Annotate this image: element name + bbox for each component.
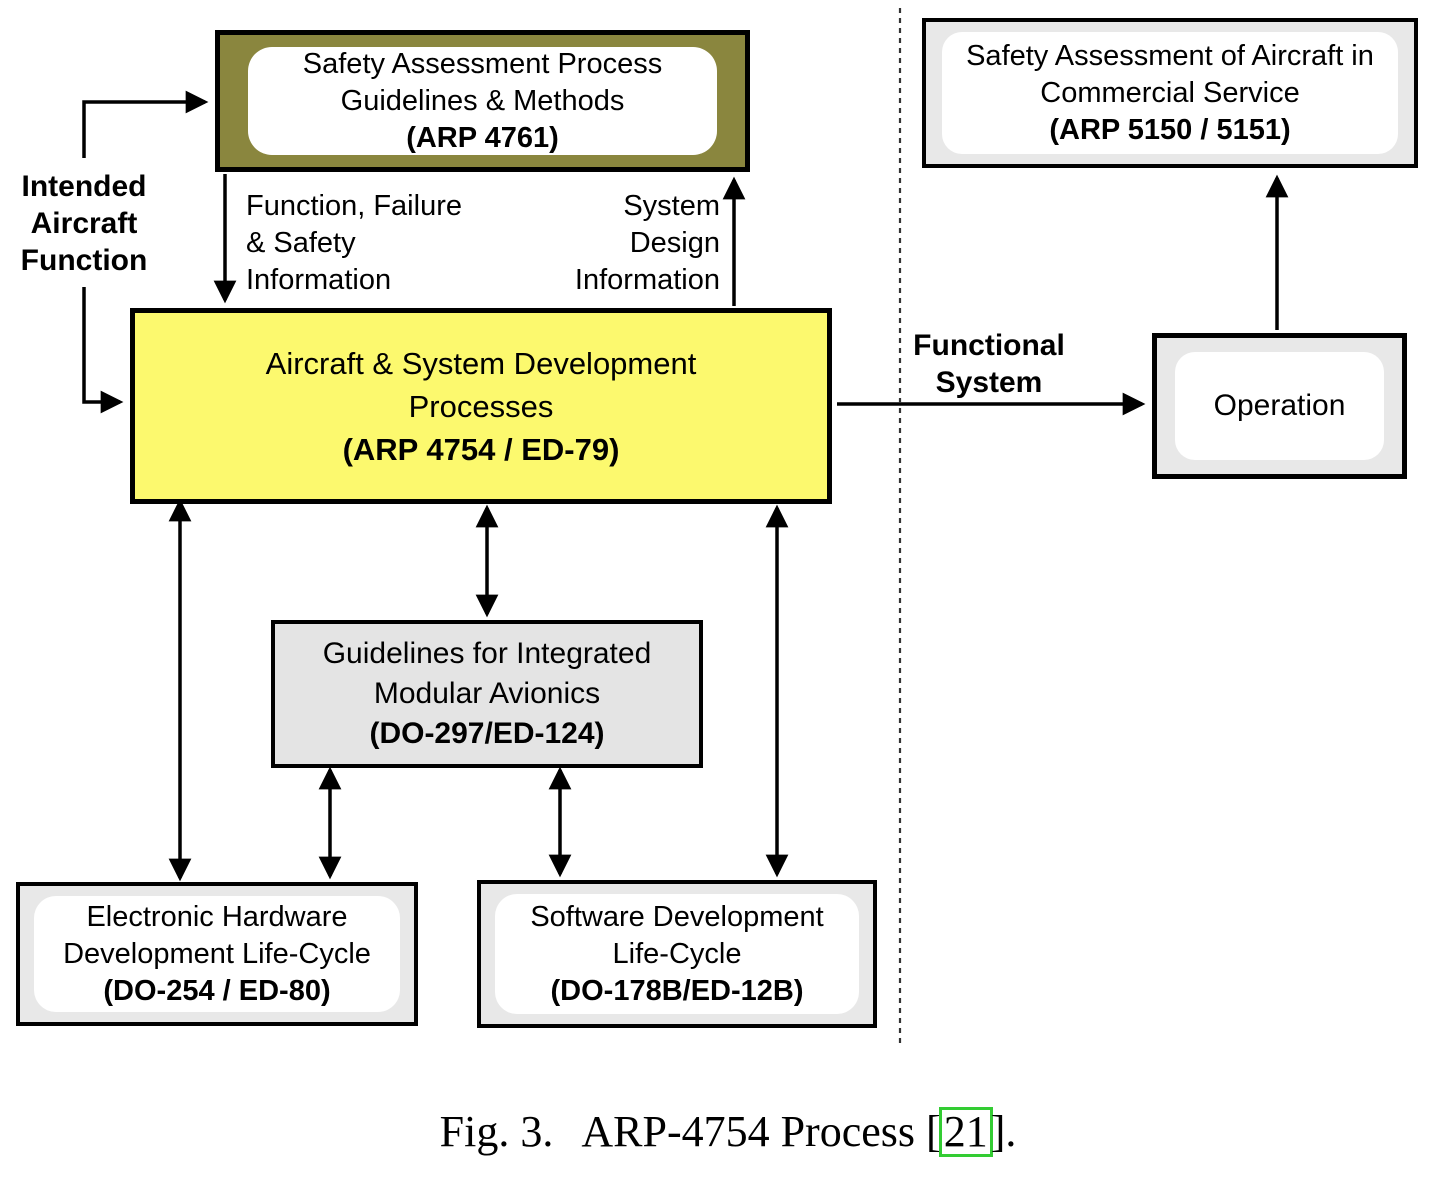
box-ima-line2: Modular Avionics xyxy=(373,677,601,710)
box-hardware-line1: Electronic Hardware xyxy=(86,900,348,933)
box-development-line2: Processes xyxy=(408,388,554,424)
box-operation: Operation xyxy=(1152,333,1407,479)
label-functional-system: Functional System xyxy=(913,329,1065,399)
box-operation-label: Operation xyxy=(1213,389,1346,422)
label-system-design-information: System Design Information xyxy=(574,190,720,296)
label-function-failure-safety-information: Function, Failure & Safety Information xyxy=(246,190,462,296)
box-software-inner: Software Development Life-Cycle (DO-178B… xyxy=(495,894,859,1014)
box-software-code: (DO-178B/ED-12B) xyxy=(550,974,804,1007)
box-hardware-line2: Development Life-Cycle xyxy=(63,937,371,970)
label-intended-aircraft-function: Intended Aircraft Function xyxy=(20,170,148,277)
box-arp4761-inner: Safety Assessment Process Guidelines & M… xyxy=(248,47,717,155)
citation-link-21[interactable]: 21 xyxy=(938,1107,993,1157)
box-arp5150-code: (ARP 5150 / 5151) xyxy=(1049,113,1291,146)
caption-fig-number: Fig. 3. xyxy=(439,1107,554,1156)
box-ima-code: (DO-297/ED-124) xyxy=(369,717,605,750)
caption-bracket-open: [ xyxy=(926,1107,941,1156)
caption-bracket-close: ]. xyxy=(990,1107,1017,1156)
box-arp5150-line2: Commercial Service xyxy=(1040,76,1300,109)
box-hardware-code: (DO-254 / ED-80) xyxy=(103,974,331,1007)
arrow-intended-to-arp4761 xyxy=(82,90,209,158)
box-ima-line1: Guidelines for Integrated xyxy=(322,637,652,670)
box-arp4761: Safety Assessment Process Guidelines & M… xyxy=(215,30,750,172)
box-arp4761-code: (ARP 4761) xyxy=(406,121,559,154)
box-development-code: (ARP 4754 / ED-79) xyxy=(342,431,620,467)
box-software-line2: Life-Cycle xyxy=(612,937,742,970)
box-development: Aircraft & System Development Processes … xyxy=(130,308,832,504)
box-software-line1: Software Development xyxy=(530,900,824,933)
box-operation-inner: Operation xyxy=(1175,352,1384,460)
box-software: Software Development Life-Cycle (DO-178B… xyxy=(477,880,877,1028)
box-hardware-inner: Electronic Hardware Development Life-Cyc… xyxy=(34,896,400,1012)
box-arp5150-inner: Safety Assessment of Aircraft in Commerc… xyxy=(942,32,1398,154)
box-arp5150: Safety Assessment of Aircraft in Commerc… xyxy=(922,18,1418,168)
box-arp4761-line1: Safety Assessment Process xyxy=(302,47,663,80)
box-arp4761-line2: Guidelines & Methods xyxy=(340,84,625,117)
box-ima: Guidelines for Integrated Modular Avioni… xyxy=(271,620,703,768)
box-development-line1: Aircraft & System Development xyxy=(265,345,697,381)
caption-title: ARP-4754 Process xyxy=(581,1107,916,1156)
figure-caption: Fig. 3. ARP-4754 Process [21]. xyxy=(0,1106,1456,1157)
arrow-intended-to-development xyxy=(82,287,124,414)
box-hardware: Electronic Hardware Development Life-Cyc… xyxy=(16,882,418,1026)
box-arp5150-line1: Safety Assessment of Aircraft in xyxy=(966,39,1374,72)
